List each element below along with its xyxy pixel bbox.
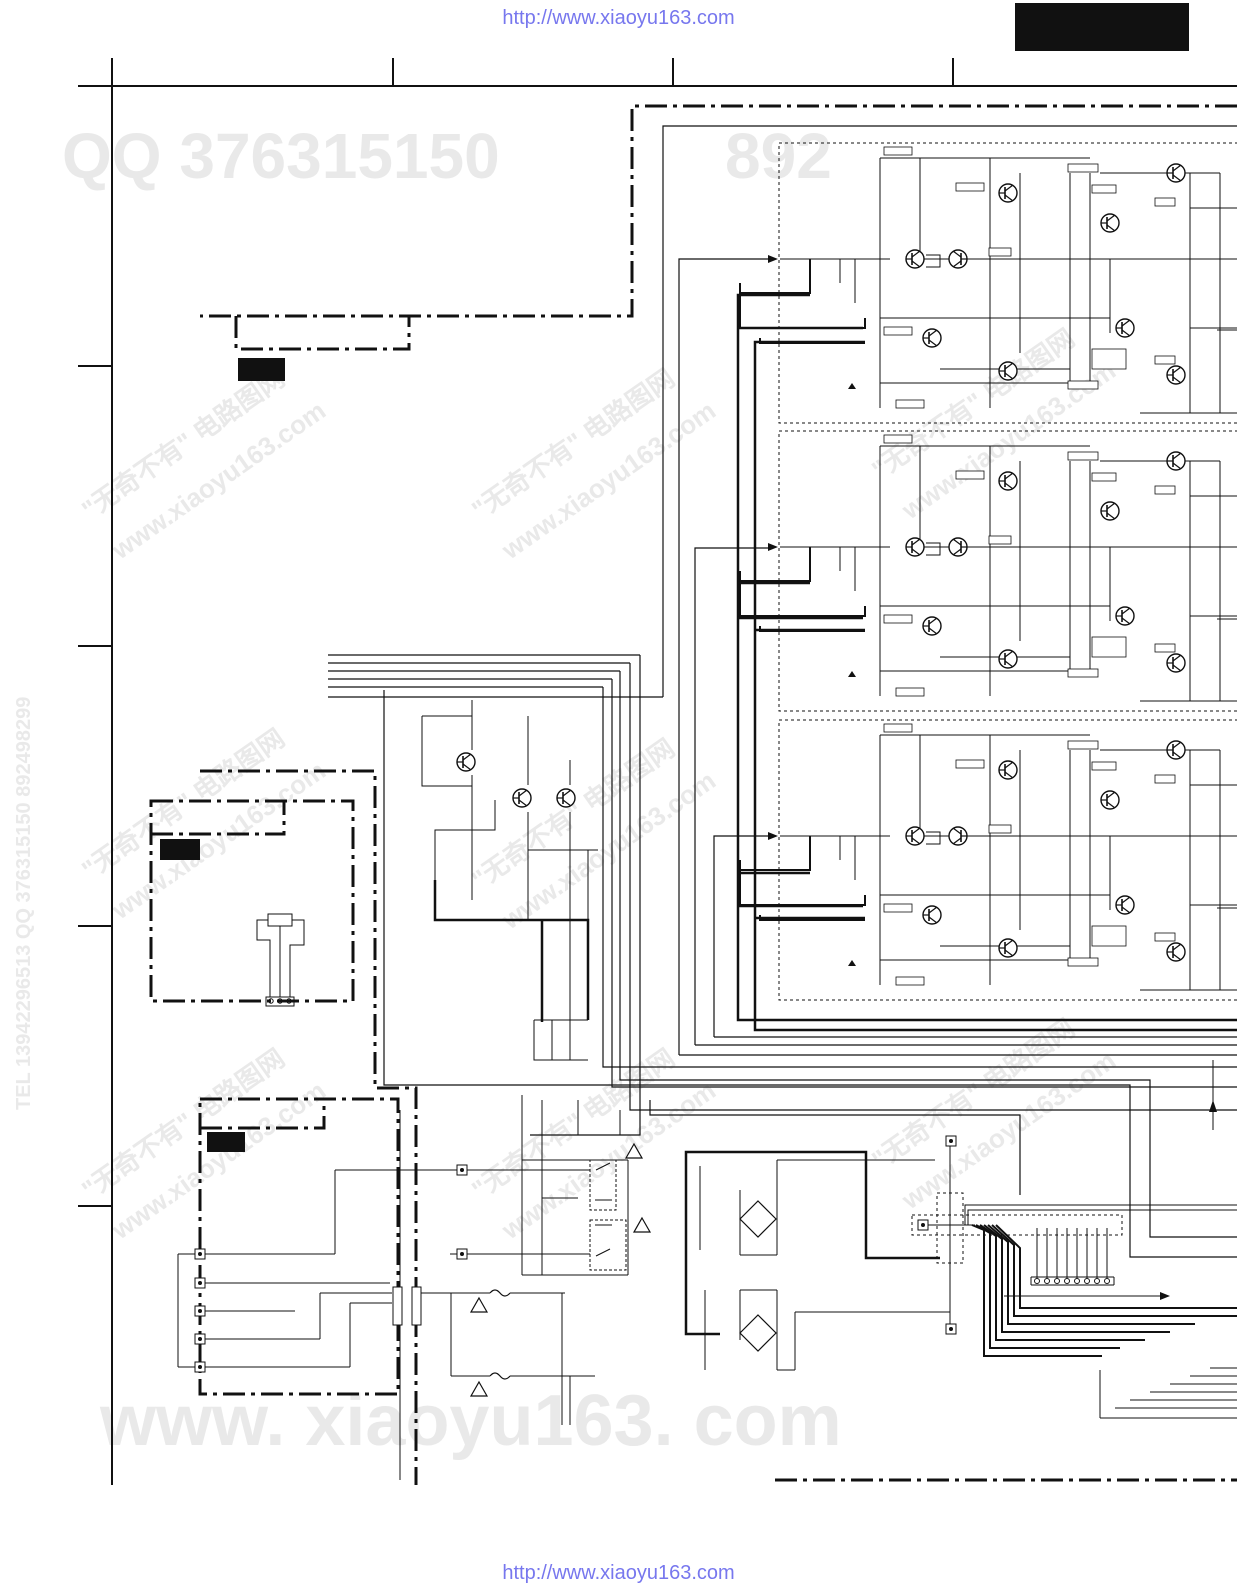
harness-thick — [971, 1224, 1237, 1357]
relays — [589, 1159, 627, 1271]
channel-3-circuit — [740, 724, 1237, 990]
protection-circuit — [421, 700, 598, 1061]
board-outlines — [149, 104, 1237, 1485]
channel-2-circuit — [740, 435, 1237, 701]
protection-bus — [433, 880, 590, 1022]
harness-connector-pins — [1034, 1278, 1110, 1284]
harness-arrow — [1160, 1292, 1170, 1300]
sheet-frame — [78, 58, 1237, 1485]
safety-warning-icons — [469, 1142, 652, 1397]
power-output-bus — [684, 1150, 940, 1336]
qq-watermark: QQ 376315150 — [62, 120, 500, 192]
footer-url[interactable]: http://www.xiaoyu163.com — [502, 1562, 735, 1584]
return-arrow — [1209, 1100, 1217, 1112]
protection-transistor-3 — [556, 788, 576, 808]
harness-fan — [964, 329, 1237, 1419]
left-vertical-watermark: TEL 13942296513 QQ 376315150 892498299 — [13, 697, 35, 1110]
header-url[interactable]: http://www.xiaoyu163.com — [502, 7, 735, 29]
protection-transistor-1 — [456, 752, 476, 772]
rectifier-bridges — [739, 1200, 777, 1352]
power-input-wiring — [177, 1095, 1123, 1480]
harness-drop-wires — [1036, 1228, 1108, 1278]
site-watermark-large: www. xiaoyu163. com — [99, 1381, 842, 1461]
page-id-block — [1015, 3, 1189, 51]
signal-lines — [328, 125, 1237, 1258]
channel-boxes — [778, 142, 1237, 1001]
main-bus — [736, 293, 1237, 1032]
connector-assembly — [256, 913, 305, 1007]
tag-blocks — [160, 358, 285, 1152]
qq-watermark-tail: 892 — [725, 120, 832, 192]
terminal-dots — [198, 1139, 953, 1369]
fuses — [489, 1289, 511, 1380]
protection-transistor-2 — [512, 788, 532, 808]
